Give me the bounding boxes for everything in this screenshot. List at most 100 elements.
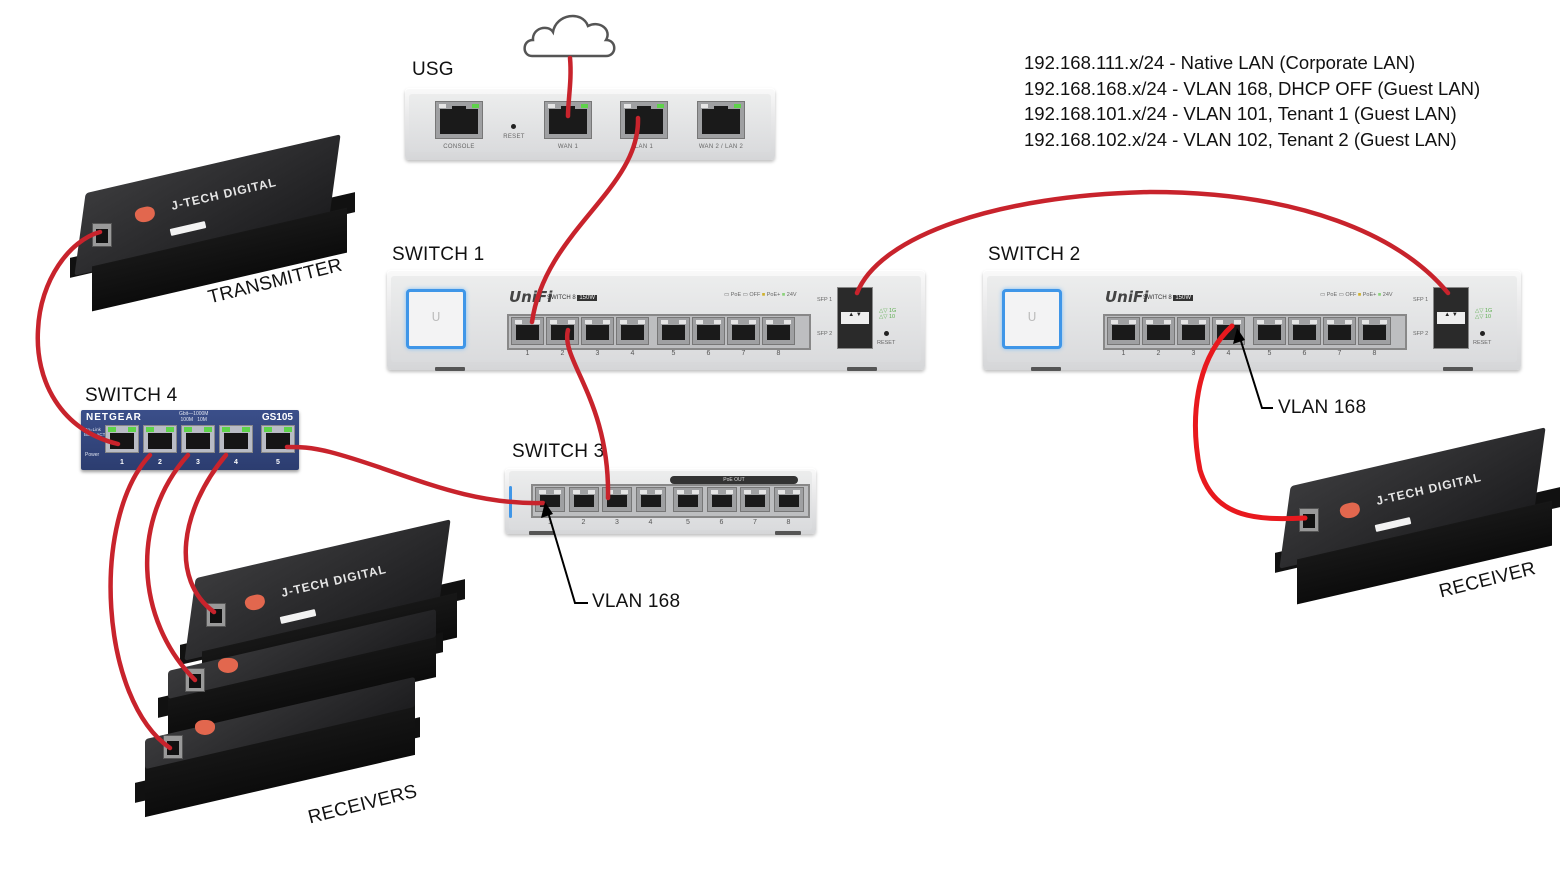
usg-reset-label: RESET: [503, 134, 525, 140]
switch4-title: SWITCH 4: [85, 385, 178, 406]
switch2-led-legend: ▭ PoE ▭ OFF ■ PoE+ ■ 24V: [1320, 292, 1393, 298]
legend-line-vlan-101: 192.168.101.x/24 - VLAN 101, Tenant 1 (G…: [1024, 103, 1457, 124]
receiver-middle-ethernet-port[interactable]: [185, 668, 205, 692]
switch2-brand: UniFi: [1105, 288, 1149, 306]
switch3-port-number: 5: [686, 519, 690, 526]
switch2-port-1[interactable]: [1107, 317, 1140, 345]
switch2-reset-button[interactable]: [1480, 331, 1485, 336]
switch3-port-number: 7: [753, 519, 757, 526]
switch3-port-1[interactable]: [535, 487, 565, 512]
usg-port-lan1[interactable]: [620, 101, 668, 139]
switch1-port-4[interactable]: [616, 317, 649, 345]
switch4-port-number: 5: [276, 459, 280, 466]
switch1-reset-button[interactable]: [884, 331, 889, 336]
switch1-device: ꓴ UniFi SWITCH 8 150W ▭ PoE ▭ OFF ■ PoE+…: [387, 270, 925, 371]
switch3-port-number: 8: [786, 519, 791, 526]
switch4-port-2[interactable]: [143, 425, 177, 453]
switch1-port-number: 7: [741, 350, 746, 357]
switch3-port-4[interactable]: [635, 487, 666, 512]
switch3-port-3[interactable]: [602, 487, 632, 512]
switch3-poe-out-label: PoE OUT: [723, 477, 745, 483]
switch1-port-5[interactable]: [657, 317, 690, 345]
switch2-port-7[interactable]: [1323, 317, 1356, 345]
switch4-port-number: 3: [196, 459, 200, 466]
switch2-port-number: 8: [1372, 350, 1377, 357]
switch3-port-7[interactable]: [740, 487, 770, 512]
usg-device: CONSOLE RESET WAN 1 LAN 1 WAN 2 / LAN 2: [405, 88, 775, 160]
usg-port-console[interactable]: [435, 101, 483, 139]
switch1-reset-label: RESET: [877, 340, 896, 346]
switch2-reset-label: RESET: [1473, 340, 1492, 346]
switch2-port-8[interactable]: [1358, 317, 1391, 345]
switch4-model: GS105: [261, 412, 293, 423]
switch1-port-number: 4: [630, 350, 635, 357]
usg-port-label-console: CONSOLE: [443, 144, 475, 150]
switch2-port-5[interactable]: [1253, 317, 1286, 345]
transmitter-ethernet-port[interactable]: [92, 223, 112, 247]
switch1-port-7[interactable]: [727, 317, 760, 345]
switch1-port-6[interactable]: [692, 317, 725, 345]
receiver-right-ethernet-port[interactable]: [1299, 508, 1319, 532]
switch2-port-number: 5: [1267, 350, 1272, 357]
switch3-poe-out-bar: PoE OUT: [670, 476, 798, 484]
switch1-port-1[interactable]: [511, 317, 544, 345]
switch3-port-2[interactable]: [568, 487, 599, 512]
switch4-port-3[interactable]: [181, 425, 215, 453]
usg-port-wan2-lan2[interactable]: [697, 101, 745, 139]
switch2-sfp1-label: SFP 1: [1413, 297, 1429, 303]
switch3-status-led: [509, 486, 512, 518]
receiver-bottom-ethernet-port[interactable]: [163, 735, 183, 759]
switch1-port-8[interactable]: [762, 317, 795, 345]
switch2-title: SWITCH 2: [988, 244, 1081, 265]
usg-port-label-lan1: LAN 1: [634, 144, 654, 150]
switch2-port-3[interactable]: [1177, 317, 1210, 345]
switch1-model: SWITCH 8 150W: [547, 295, 598, 301]
usg-title: USG: [412, 59, 454, 80]
usg-port-wan1[interactable]: [544, 101, 592, 139]
switch1-port-number: 5: [671, 350, 676, 357]
switch4-port-4[interactable]: [219, 425, 253, 453]
switch2-model-name: SWITCH 8: [1143, 295, 1172, 301]
switch2-port-number: 2: [1156, 350, 1161, 357]
switch3-port-5[interactable]: [673, 487, 703, 512]
switch4-port-1[interactable]: [105, 425, 139, 453]
switch2-model: SWITCH 8 150W: [1143, 295, 1194, 301]
switch2-port-2[interactable]: [1142, 317, 1175, 345]
switch1-port-number: 6: [706, 350, 711, 357]
switch3-port-6[interactable]: [706, 487, 737, 512]
switch2-sfp-cage[interactable]: ▲ ▼: [1433, 287, 1469, 349]
switch2-port-number: 4: [1226, 350, 1231, 357]
switch2-port-4[interactable]: [1212, 317, 1245, 345]
switch4-port-number: 1: [120, 459, 124, 466]
switch4-port-number: 2: [158, 459, 162, 466]
switch1-port-number: 3: [595, 350, 600, 357]
switch3-port-8[interactable]: [773, 487, 804, 512]
switch1-port-2[interactable]: [546, 317, 579, 345]
ip-legend: 192.168.111.x/24 - Native LAN (Corporate…: [1024, 50, 1480, 152]
switch1-brand: UniFi: [509, 288, 553, 306]
switch1-sfp-led-legend: △▽ 1G△▽ 10: [879, 308, 897, 320]
switch2-port-number: 1: [1121, 350, 1126, 357]
switch1-sfp1-label: SFP 1: [817, 297, 833, 303]
switch3-port-number: 1: [548, 519, 552, 526]
legend-line-native-lan: 192.168.111.x/24 - Native LAN (Corporate…: [1024, 52, 1416, 73]
switch1-port-number: 1: [525, 350, 530, 357]
switch4-port-5[interactable]: [261, 425, 295, 453]
switch3-vlan-annotation: VLAN 168: [592, 591, 681, 612]
switch2-device: ꓴ UniFi SWITCH 8 150W ▭ PoE ▭ OFF ■ PoE+…: [983, 270, 1521, 371]
switch2-locate-button[interactable]: ꓴ: [1002, 289, 1062, 349]
usg-reset-button[interactable]: [511, 124, 516, 129]
switch4-port-number: 4: [234, 459, 238, 466]
switch3-port-number: 6: [719, 519, 724, 526]
switch1-port-3[interactable]: [581, 317, 614, 345]
switch1-port-number: 8: [776, 350, 781, 357]
switch3-title: SWITCH 3: [512, 441, 605, 462]
switch1-title: SWITCH 1: [392, 244, 485, 265]
switch2-port-6[interactable]: [1288, 317, 1321, 345]
legend-line-vlan-168: 192.168.168.x/24 - VLAN 168, DHCP OFF (G…: [1024, 77, 1481, 99]
switch1-locate-button[interactable]: ꓴ: [406, 289, 466, 349]
switch1-sfp-cage[interactable]: ▲ ▼: [837, 287, 873, 349]
switch2-port-number: 7: [1337, 350, 1342, 357]
